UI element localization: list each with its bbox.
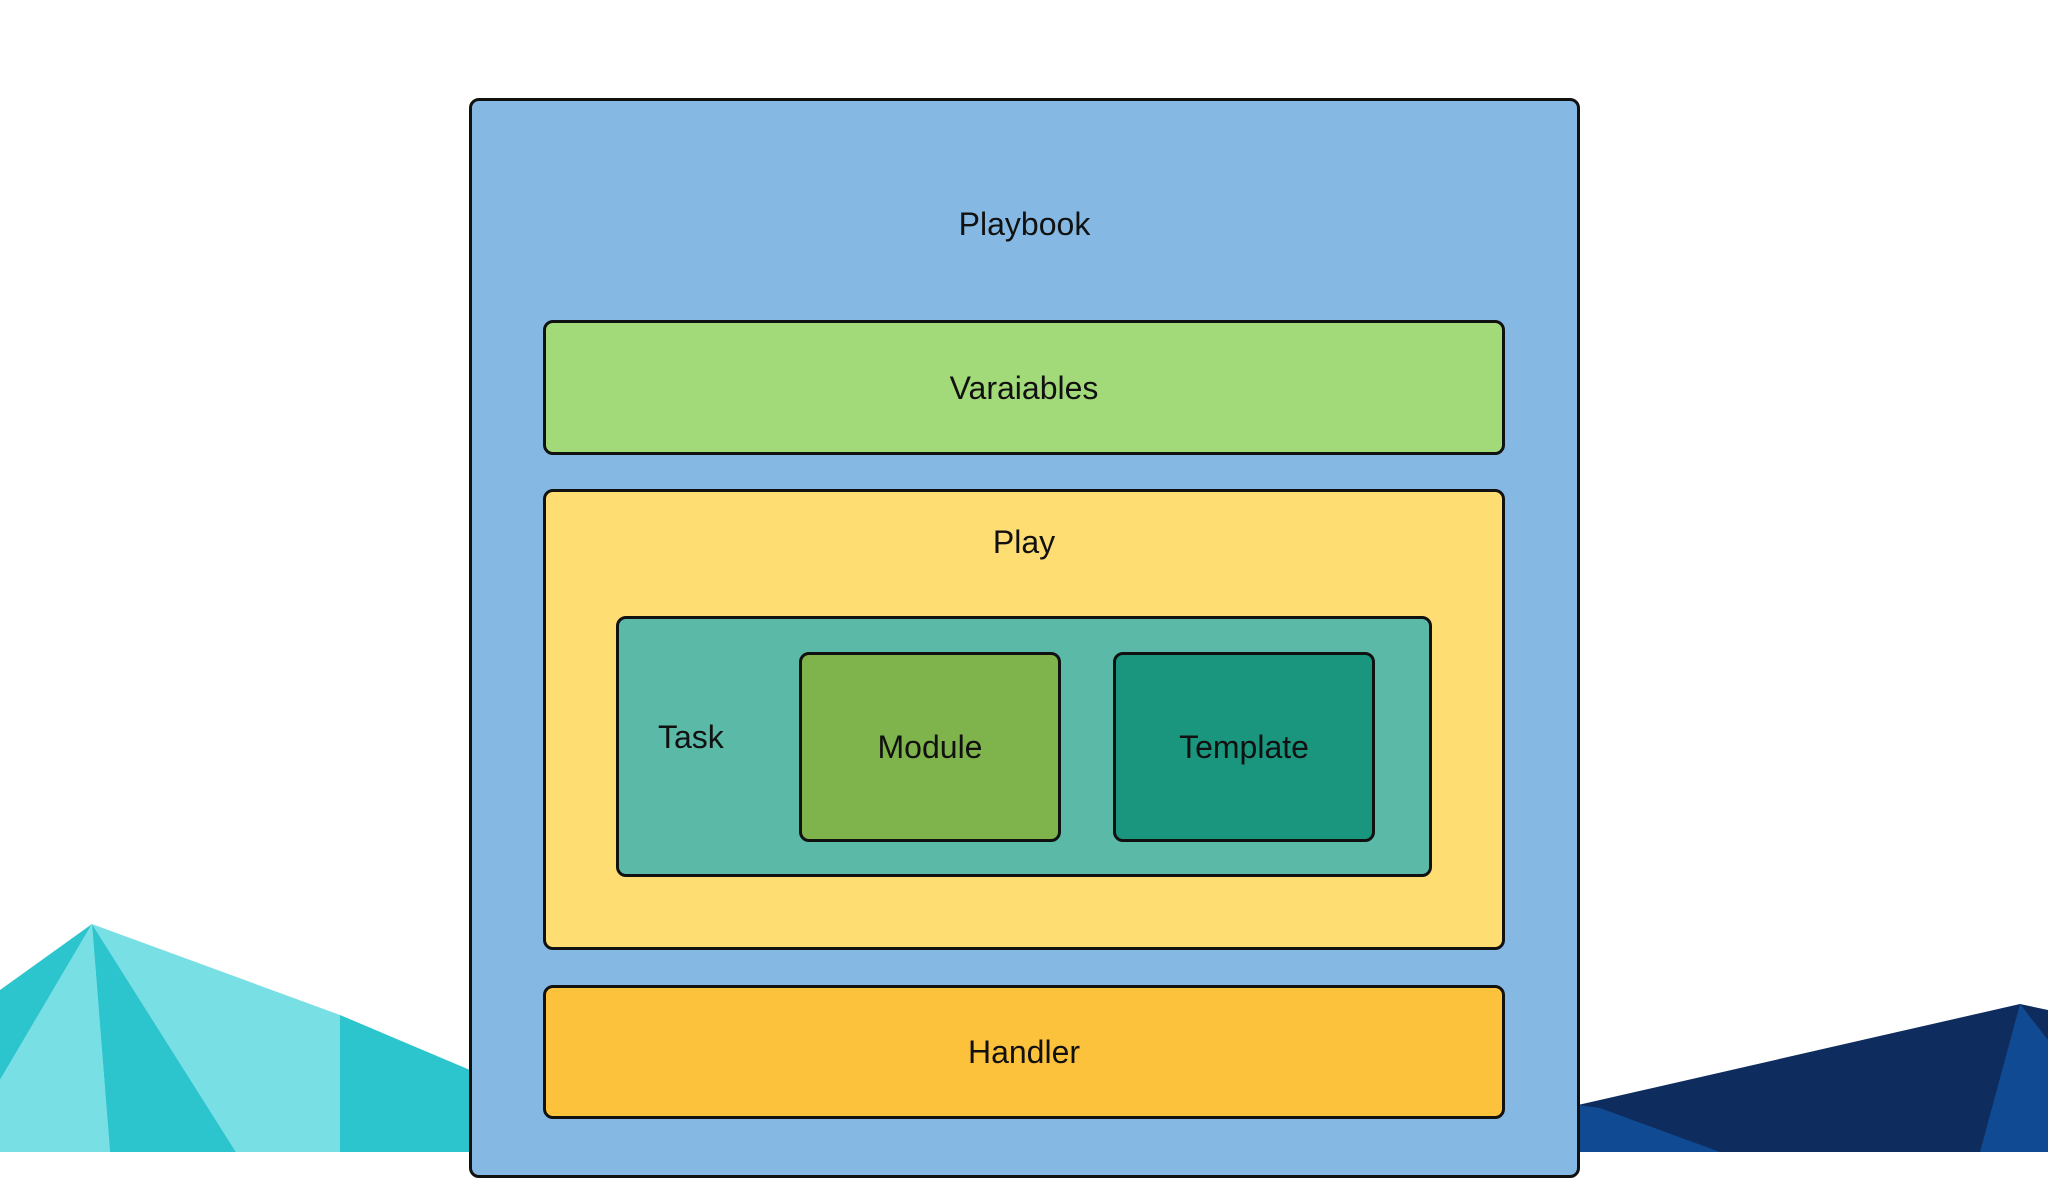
- module-box: Module: [799, 652, 1061, 842]
- play-label: Play: [992, 524, 1056, 560]
- background-decoration: [0, 924, 2048, 1152]
- left-polygon-decoration: [0, 924, 470, 1152]
- play-box: Play Task Module Template: [543, 489, 1505, 950]
- task-label: Task: [658, 719, 724, 755]
- template-box: Template: [1113, 652, 1375, 842]
- template-label: Template: [1179, 729, 1309, 765]
- right-polygon-decoration: [1578, 1004, 2048, 1152]
- variables-label: Varaiables: [949, 369, 1099, 406]
- task-box: Task Module Template: [616, 616, 1432, 877]
- variables-box: Varaiables: [543, 320, 1505, 455]
- handler-label: Handler: [967, 1034, 1081, 1070]
- playbook-label: Playbook: [958, 206, 1091, 242]
- module-label: Module: [877, 729, 983, 765]
- handler-box: Handler: [543, 985, 1505, 1119]
